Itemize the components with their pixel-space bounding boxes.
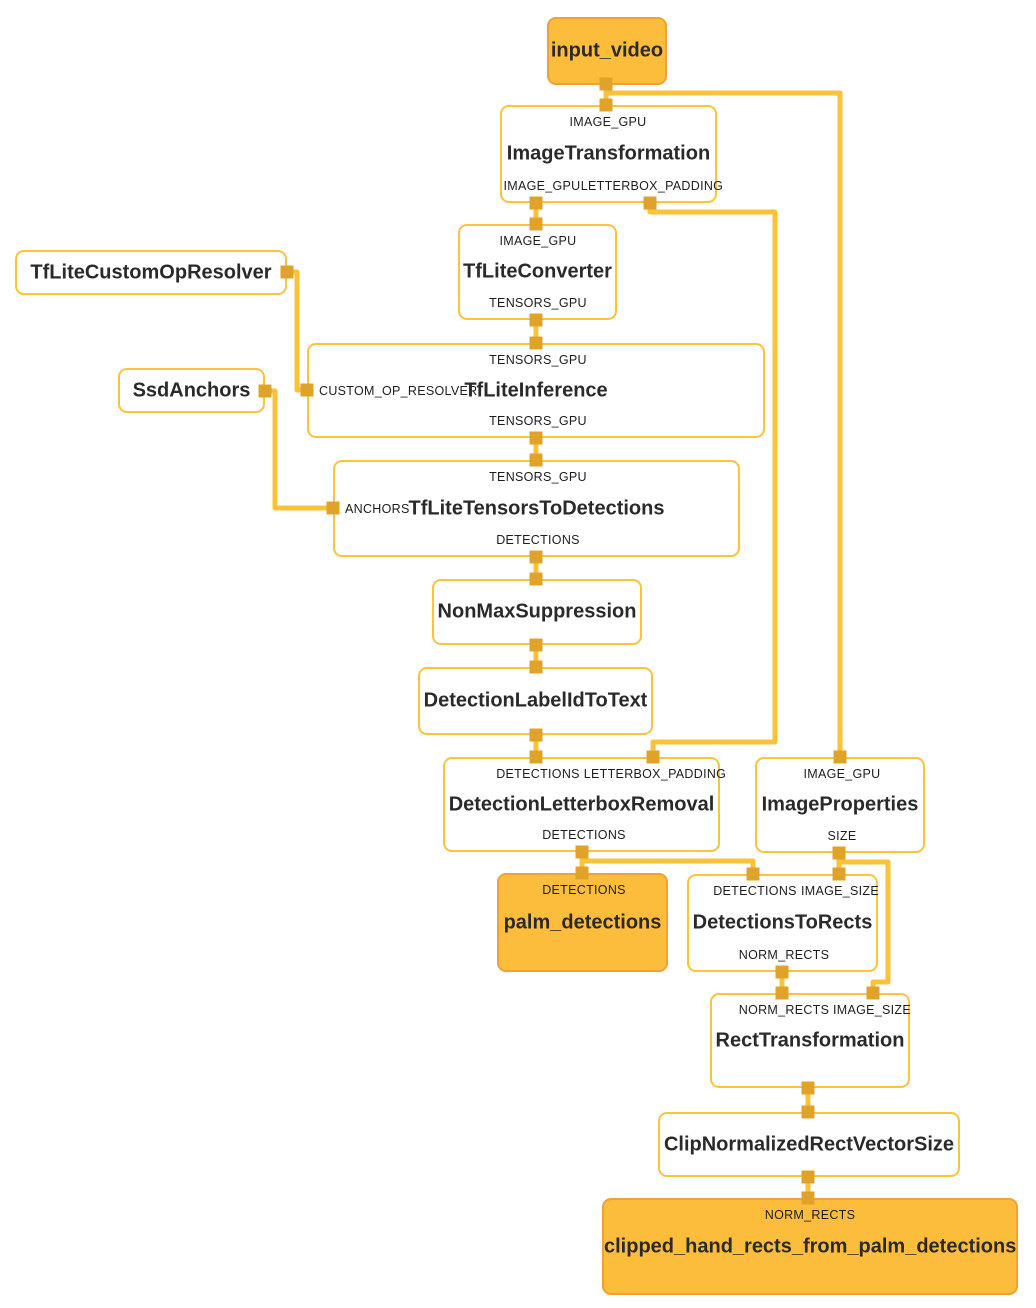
- node-clip-normalized-rect-vector-size[interactable]: ClipNormalizedRectVectorSize: [658, 1112, 960, 1177]
- port-label-custom-op-resolver: CUSTOM_OP_RESOLVER: [319, 383, 478, 398]
- port-label-image-gpu: IMAGE_GPU: [499, 234, 577, 248]
- port-label-image-gpu: IMAGE_GPU: [569, 115, 647, 129]
- node-clipped-hand-rects-from-palm-detections[interactable]: NORM_RECTS clipped_hand_rects_from_palm_…: [602, 1198, 1018, 1295]
- node-palm-detections[interactable]: DETECTIONS palm_detections: [497, 873, 668, 972]
- node-title: palm_detections: [503, 911, 662, 933]
- node-title: DetectionLetterboxRemoval: [448, 793, 715, 815]
- node-tflite-tensors-to-detections[interactable]: TENSORS_GPU ANCHORS TfLiteTensorsToDetec…: [333, 460, 740, 557]
- node-rect-transformation[interactable]: NORM_RECTS IMAGE_SIZE RectTransformation: [710, 993, 912, 1088]
- node-title: TfLiteConverter: [463, 260, 612, 283]
- node-detection-letterbox-removal[interactable]: DETECTIONS LETTERBOX_PADDING DetectionLe…: [443, 757, 726, 852]
- port-label-image-gpu: IMAGE_GPU: [503, 179, 581, 193]
- node-tflite-custom-op-resolver[interactable]: TfLiteCustomOpResolver: [15, 250, 287, 295]
- node-non-max-suppression[interactable]: NonMaxSuppression: [432, 579, 642, 645]
- port-label-detections: DETECTIONS: [542, 828, 626, 842]
- port-label-image-size: IMAGE_SIZE: [800, 884, 880, 898]
- node-title: TfLiteCustomOpResolver: [30, 261, 272, 283]
- port-label-image-gpu: IMAGE_GPU: [803, 767, 881, 781]
- node-title: DetectionLabelIdToText: [423, 689, 648, 712]
- node-tflite-converter[interactable]: IMAGE_GPU TfLiteConverter TENSORS_GPU: [458, 224, 617, 320]
- port-label-detections: DETECTIONS: [713, 884, 797, 898]
- port-label-anchors: ANCHORS: [345, 501, 410, 516]
- port-label-detections: DETECTIONS: [542, 883, 626, 897]
- edge-custom-op-resolver-to-tflite-inference: [287, 269, 307, 393]
- port-label-tensors-gpu: TENSORS_GPU: [489, 470, 587, 484]
- port-label-image-size: IMAGE_SIZE: [832, 1003, 912, 1017]
- port-label-tensors-gpu: TENSORS_GPU: [489, 296, 587, 310]
- node-image-transformation[interactable]: IMAGE_GPU ImageTransformation IMAGE_GPU …: [500, 105, 723, 203]
- port-label-size: SIZE: [827, 829, 857, 843]
- port-label-norm-rects: NORM_RECTS: [738, 1003, 830, 1017]
- node-detections-to-rects[interactable]: DETECTIONS IMAGE_SIZE DetectionsToRects …: [687, 874, 880, 972]
- node-title: TfLiteTensorsToDetections: [408, 497, 665, 519]
- node-detection-label-id-to-text[interactable]: DetectionLabelIdToText: [418, 667, 653, 735]
- node-title: ImageTransformation: [506, 142, 711, 165]
- node-tflite-inference[interactable]: TENSORS_GPU CUSTOM_OP_RESOLVER TfLiteInf…: [307, 343, 765, 438]
- node-title: NonMaxSuppression: [437, 600, 637, 623]
- port-label-tensors-gpu: TENSORS_GPU: [489, 414, 587, 428]
- port-label-detections: DETECTIONS: [496, 767, 580, 781]
- node-input-video[interactable]: input_video: [547, 17, 667, 85]
- node-title: ImageProperties: [761, 793, 919, 816]
- node-title: input_video: [550, 39, 664, 62]
- port-label-norm-rects: NORM_RECTS: [764, 1208, 856, 1222]
- node-title: RectTransformation: [715, 1029, 905, 1051]
- port-label-detections: DETECTIONS: [496, 533, 580, 547]
- node-title: DetectionsToRects: [692, 911, 873, 934]
- port-label-norm-rects: NORM_RECTS: [738, 948, 830, 962]
- node-title: clipped_hand_rects_from_palm_detections: [604, 1235, 1017, 1257]
- node-title: ClipNormalizedRectVectorSize: [663, 1133, 955, 1155]
- node-title: SsdAnchors: [132, 379, 251, 401]
- port-label-letterbox-padding: LETTERBOX_PADDING: [580, 179, 724, 193]
- node-ssd-anchors[interactable]: SsdAnchors: [118, 368, 265, 413]
- port-label-letterbox-padding: LETTERBOX_PADDING: [583, 767, 727, 781]
- port-label-tensors-gpu: TENSORS_GPU: [489, 353, 587, 367]
- node-title: TfLiteInference: [464, 379, 608, 401]
- node-image-properties[interactable]: IMAGE_GPU ImageProperties SIZE: [755, 757, 925, 853]
